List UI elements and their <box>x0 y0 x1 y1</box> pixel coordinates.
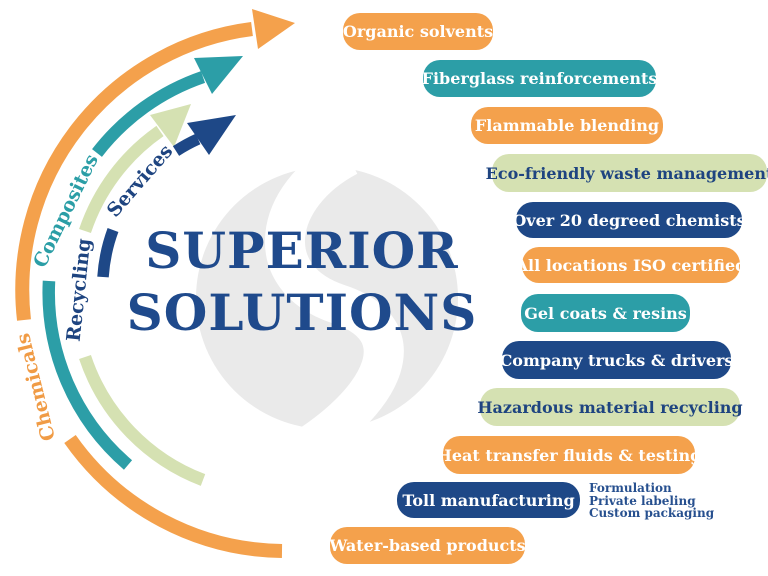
services-arrowhead-icon <box>187 115 236 155</box>
pill-all-locations-iso-certified: All locations ISO certified <box>516 247 746 283</box>
arc-label-recycling: Recycling <box>63 237 96 342</box>
composites-arrowhead-icon <box>194 56 243 94</box>
pill-company-trucks-drivers: Company trucks & drivers <box>500 341 733 379</box>
superior-s-logo-icon <box>196 138 458 465</box>
toll-manufacturing-details: Formulation Private labeling Custom pack… <box>589 482 714 520</box>
pill-gel-coats-resins: Gel coats & resins <box>521 294 690 332</box>
toll-detail-formulation: Formulation <box>589 481 672 495</box>
page-title: SUPERIOR SOLUTIONS <box>92 220 512 344</box>
pill-heat-transfer-fluids-testing: Heat transfer fluids & testing <box>437 436 701 474</box>
recycling-arrowhead-icon <box>150 104 191 147</box>
chemicals-arrowhead-icon <box>252 9 295 49</box>
pill-organic-solvents: Organic solvents <box>343 13 493 50</box>
pill-eco-friendly-waste-management: Eco-friendly waste management <box>486 154 768 192</box>
services-arrow <box>97 115 236 278</box>
pill-water-based-products: Water-based products <box>329 527 526 564</box>
pill-hazardous-material-recycling: Hazardous material recycling <box>477 388 743 426</box>
composites-arrow <box>42 56 243 470</box>
pill-toll-manufacturing: Toll manufacturing <box>397 482 580 518</box>
toll-detail-private-labeling: Private labeling <box>589 493 696 508</box>
title-line-2: SOLUTIONS <box>126 283 478 342</box>
chemicals-arrow <box>15 9 295 558</box>
recycling-arrow <box>79 104 206 486</box>
toll-detail-custom-packaging: Custom packaging <box>589 506 715 520</box>
pill-flammable-blending: Flammable blending <box>471 107 663 144</box>
pill-over-20-degreed-chemists: Over 20 degreed chemists <box>512 202 746 238</box>
pill-fiberglass-reinforcements: Fiberglass reinforcements <box>422 60 657 97</box>
title-line-1: SUPERIOR <box>145 221 459 280</box>
